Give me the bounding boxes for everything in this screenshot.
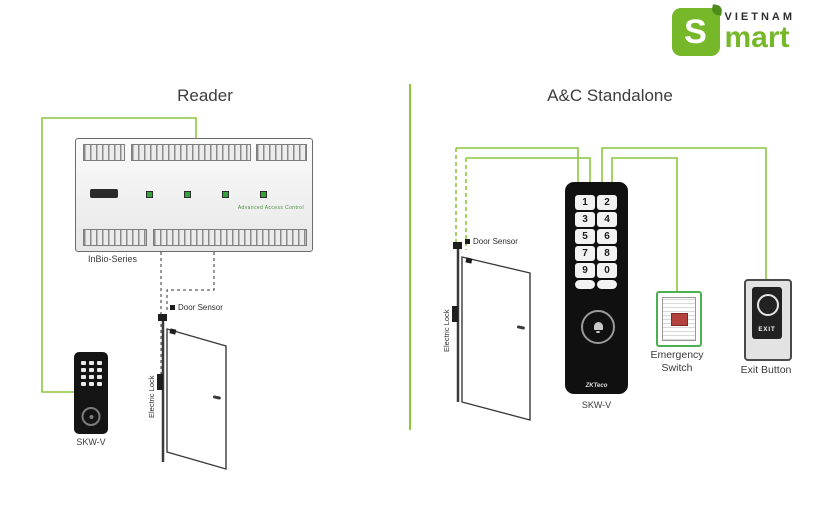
green-wire-reader [41, 117, 197, 393]
keypad-key: 4 [597, 212, 617, 227]
door-panel-right [461, 256, 531, 421]
reader-section-title: Reader [177, 86, 233, 105]
logo-text: VIETNAM mart [724, 8, 796, 54]
doorbell-ring [581, 310, 615, 344]
keypad-key-dot [80, 360, 86, 365]
door-sensor-label-left: Door Sensor [170, 303, 223, 312]
keypad-key-blank [575, 280, 595, 289]
terminal-strip [83, 144, 125, 161]
emergency-switch-glass [662, 297, 696, 341]
keypad-key-blank [597, 280, 617, 289]
logo-s-letter: S [684, 13, 707, 51]
keypad-key-dot [96, 374, 102, 379]
vietnam-smart-logo: S VIETNAM mart [671, 4, 796, 56]
controller-panel-text: Advanced Access Control [237, 205, 304, 211]
emergency-switch-label: Emergency Switch [650, 349, 704, 375]
exit-button-panel: EXIT [752, 287, 782, 339]
keypad-key-dot [80, 381, 86, 386]
standalone-section-title: A&C Standalone [547, 86, 673, 105]
door-sensor-magnet-right [465, 257, 473, 264]
reader-proximity-ring [81, 407, 101, 426]
keypad-key: 2 [597, 195, 617, 210]
keypad-key: 8 [597, 246, 617, 261]
bell-icon [593, 321, 603, 330]
exit-button-text: EXIT [758, 327, 776, 333]
keypad-key: 9 [575, 263, 595, 278]
keypad-key: 3 [575, 212, 595, 227]
door-sensor-label-right: Door Sensor [465, 237, 518, 246]
door-sensor-icon [465, 239, 470, 244]
green-wire-door-2 [466, 157, 591, 184]
controller-brand-mark [90, 189, 118, 198]
terminal-strip [153, 229, 307, 246]
keypad-key-dot [96, 360, 102, 365]
keypad-key: 6 [597, 229, 617, 244]
door-sensor-text: Door Sensor [178, 303, 223, 312]
inbio-controller: Advanced Access Control [75, 138, 313, 252]
keypad-key: 5 [575, 229, 595, 244]
skw-v-reader-device [74, 352, 108, 434]
door-sensor-text: Door Sensor [473, 237, 518, 246]
keypad-key-dot [88, 367, 94, 372]
keypad-key-dot [88, 360, 94, 365]
keypad-key-dot [88, 374, 94, 379]
exit-button-circle [757, 294, 779, 316]
dashed-wire-door-sensor-left [166, 252, 215, 313]
keypad-key-dot [80, 374, 86, 379]
standalone-device-label: SKW-V [581, 400, 612, 410]
door-sensor-marker-right [453, 242, 462, 249]
keypad-key-dot [96, 381, 102, 386]
green-wire-exit-button [601, 147, 767, 281]
electric-lock-label-right: Electric Lock [442, 309, 451, 352]
status-led [260, 191, 267, 198]
bell-clapper-icon [596, 330, 600, 333]
status-led [184, 191, 191, 198]
logo-brand-text: mart [724, 21, 790, 54]
reader-device-label: SKW-V [76, 437, 106, 447]
section-divider [409, 84, 411, 430]
keypad-key: 0 [597, 263, 617, 278]
keypad-key: 7 [575, 246, 595, 261]
electric-lock-label-left: Electric Lock [147, 375, 156, 418]
door-handle-right [516, 325, 525, 330]
logo-country-text: VIETNAM [724, 11, 795, 23]
door-handle-left [212, 395, 221, 400]
terminal-strip [83, 229, 147, 246]
electric-lock-marker-right [452, 306, 458, 322]
green-wire-door-1 [456, 147, 579, 184]
keypad-key: 1 [575, 195, 595, 210]
terminal-strip [131, 144, 251, 161]
exit-button-device: EXIT [744, 279, 792, 361]
electric-lock-marker-left [157, 374, 163, 390]
logo-s-icon: S [671, 4, 723, 56]
reader-key-grid [79, 359, 104, 387]
door-panel-left [166, 328, 227, 470]
door-sensor-icon [170, 305, 175, 310]
keypad-key-dot [80, 367, 86, 372]
door-sensor-marker-left [158, 314, 167, 321]
keypad-brand-text: ZKTeco [585, 383, 608, 389]
logo-leaf-icon [710, 4, 723, 16]
keypad-key-dot [96, 367, 102, 372]
emergency-switch-button [670, 312, 688, 326]
status-led [146, 191, 153, 198]
keypad-keys: 1 2 3 4 5 6 7 8 9 0 [574, 194, 620, 290]
exit-button-label: Exit Button [740, 364, 792, 376]
keypad-key-dot [88, 381, 94, 386]
emergency-switch-device [656, 291, 702, 347]
controller-series-label: InBio-Series [88, 254, 138, 264]
terminal-strip [256, 144, 307, 161]
door-sensor-magnet-left [169, 328, 177, 335]
green-wire-emergency [611, 157, 678, 293]
status-led [222, 191, 229, 198]
skw-v-standalone-device: 1 2 3 4 5 6 7 8 9 0 ZKTeco [565, 182, 628, 394]
